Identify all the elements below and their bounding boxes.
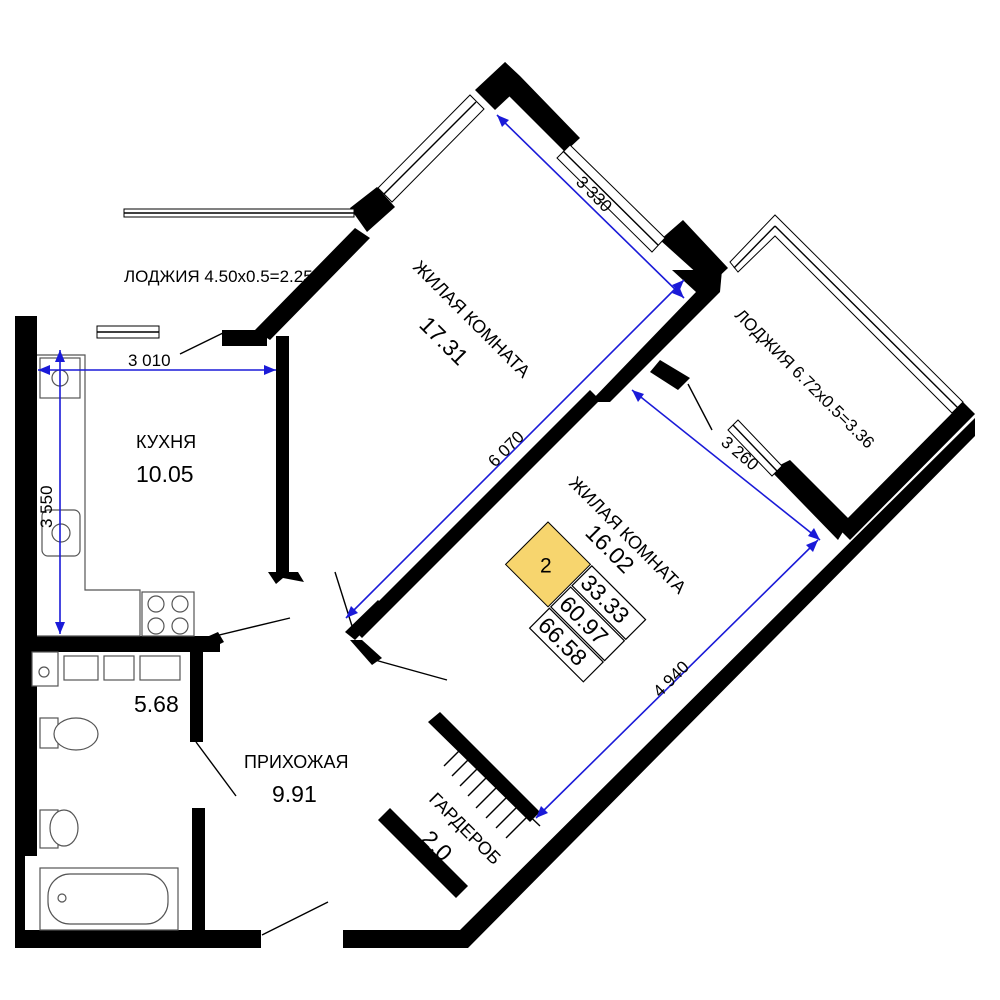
dimension-lines — [38, 114, 821, 819]
badge-rooms-box — [504, 521, 592, 608]
kitchen-area: 10.05 — [136, 461, 194, 487]
kitchen-depth-label: 3 550 — [37, 485, 56, 528]
kitchen-width-label: 3 010 — [128, 351, 171, 370]
bathroom-fixtures — [31, 651, 181, 931]
kitchen-name: КУХНЯ — [136, 432, 196, 452]
windows — [96, 94, 964, 477]
area-badge: 2 33.33 60.97 66.58 — [504, 521, 647, 683]
door-lines — [179, 331, 713, 936]
walls — [15, 62, 975, 948]
bathroom-area: 5.68 — [134, 691, 179, 717]
badge-rooms-count: 2 — [540, 554, 552, 577]
loggia-2-label: ЛОДЖИЯ 4.50x0.5=2.25 — [124, 267, 313, 286]
hallway-area: 9.91 — [272, 781, 317, 807]
labels: 3 010 3 550 3 330 6 070 3 260 4 940 ЛОДЖ… — [37, 172, 878, 868]
room2-length-label: 4 940 — [649, 657, 693, 701]
loggia-1-label: ЛОДЖИЯ 6.72x0.5=3.36 — [731, 305, 878, 452]
wardrobe-hatch — [443, 741, 541, 839]
hallway-name: ПРИХОЖАЯ — [244, 752, 349, 772]
